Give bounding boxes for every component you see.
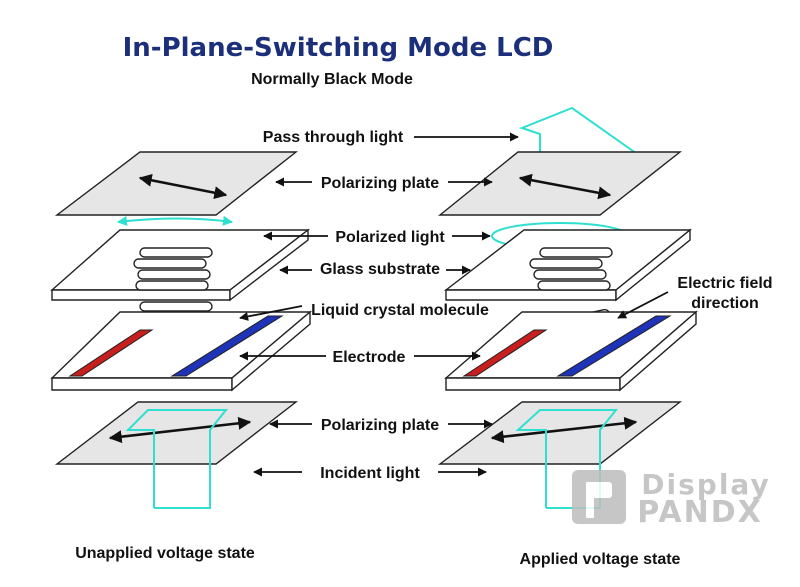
- diagram-title: In-Plane-Switching Mode LCD: [123, 33, 554, 63]
- left-glass-substrate-side: [229, 228, 309, 302]
- incident-light-label: Incident light: [320, 465, 420, 482]
- right-glass-substrate-side: [615, 228, 691, 302]
- left-electrode-substrate-side: [231, 310, 311, 392]
- right-top-polarizing-plate: [438, 151, 683, 216]
- left-glass-substrate-edge: [51, 289, 231, 301]
- electric-field-label-line2: direction: [691, 295, 759, 312]
- left-bottom-polarizing-plate: [54, 401, 299, 465]
- left-electrode-blue: [170, 315, 284, 377]
- right-top-polarization-arrow: [518, 173, 612, 200]
- right-bottom-polarization-arrow: [490, 416, 638, 444]
- label-pass-through-light: Pass through light: [263, 129, 519, 146]
- watermark-logo: Display PANDX: [572, 468, 770, 530]
- left-top-polarization-arrow: [138, 173, 228, 200]
- label-polarized-light: Polarized light: [263, 229, 491, 246]
- right-electrode-substrate-edge: [445, 377, 621, 391]
- right-electrode-substrate-side: [619, 310, 697, 392]
- left-incident-light: [125, 409, 229, 509]
- diagram-subtitle: Normally Black Mode: [251, 71, 413, 88]
- right-electrode-blue: [556, 315, 672, 377]
- glass-substrate-label: Glass substrate: [320, 261, 440, 278]
- label-electric-field-direction: Electric field direction: [617, 275, 773, 319]
- watermark-line2: PANDX: [637, 495, 763, 530]
- right-glass-substrate-edge: [445, 289, 617, 301]
- label-incident-light: Incident light: [253, 465, 487, 482]
- electric-field-label-line1: Electric field: [677, 275, 772, 292]
- right-stack: [437, 106, 698, 509]
- left-stack: [50, 151, 312, 509]
- right-electrode-red: [462, 329, 548, 377]
- polarizing-plate-top-label: Polarizing plate: [321, 175, 439, 192]
- right-bottom-polarizing-plate: [437, 401, 683, 465]
- liquid-crystal-molecule-label: Liquid crystal molecule: [311, 302, 489, 319]
- label-polarizing-plate-top: Polarizing plate: [275, 175, 493, 192]
- left-polarized-light: [117, 215, 233, 226]
- left-bottom-polarization-arrow: [108, 416, 252, 444]
- caption-applied-voltage: Applied voltage state: [520, 551, 681, 568]
- label-glass-substrate: Glass substrate: [279, 261, 471, 278]
- polarizing-plate-bottom-label: Polarizing plate: [321, 417, 439, 434]
- pass-through-light-label: Pass through light: [263, 129, 404, 146]
- left-top-polarizing-plate: [54, 151, 299, 216]
- electrode-label: Electrode: [333, 349, 406, 366]
- left-electrode-substrate-edge: [51, 377, 233, 391]
- label-polarizing-plate-bottom: Polarizing plate: [269, 417, 493, 434]
- left-electrode-red: [68, 329, 154, 377]
- polarized-light-label: Polarized light: [335, 229, 445, 246]
- label-electrode: Electrode: [239, 349, 481, 366]
- watermark-line1: Display: [641, 468, 770, 501]
- label-liquid-crystal-molecule: Liquid crystal molecule: [239, 302, 489, 321]
- caption-unapplied-voltage: Unapplied voltage state: [75, 545, 255, 562]
